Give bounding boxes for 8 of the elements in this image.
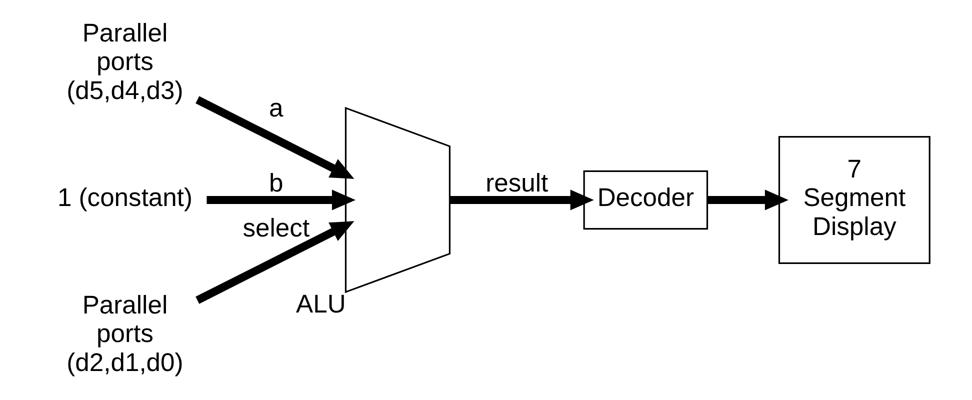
node-text: 1 (constant) xyxy=(56,184,192,212)
edge-label: a xyxy=(268,94,283,122)
edge-label: b xyxy=(268,170,283,198)
node-text: Parallel ports (d2,d1,d0) xyxy=(66,291,183,377)
node-label: ALU xyxy=(296,290,346,318)
edge-label: select xyxy=(242,214,310,242)
edge-label: result xyxy=(485,170,548,198)
node-text: Parallel ports (d5,d4,d3) xyxy=(66,19,183,105)
